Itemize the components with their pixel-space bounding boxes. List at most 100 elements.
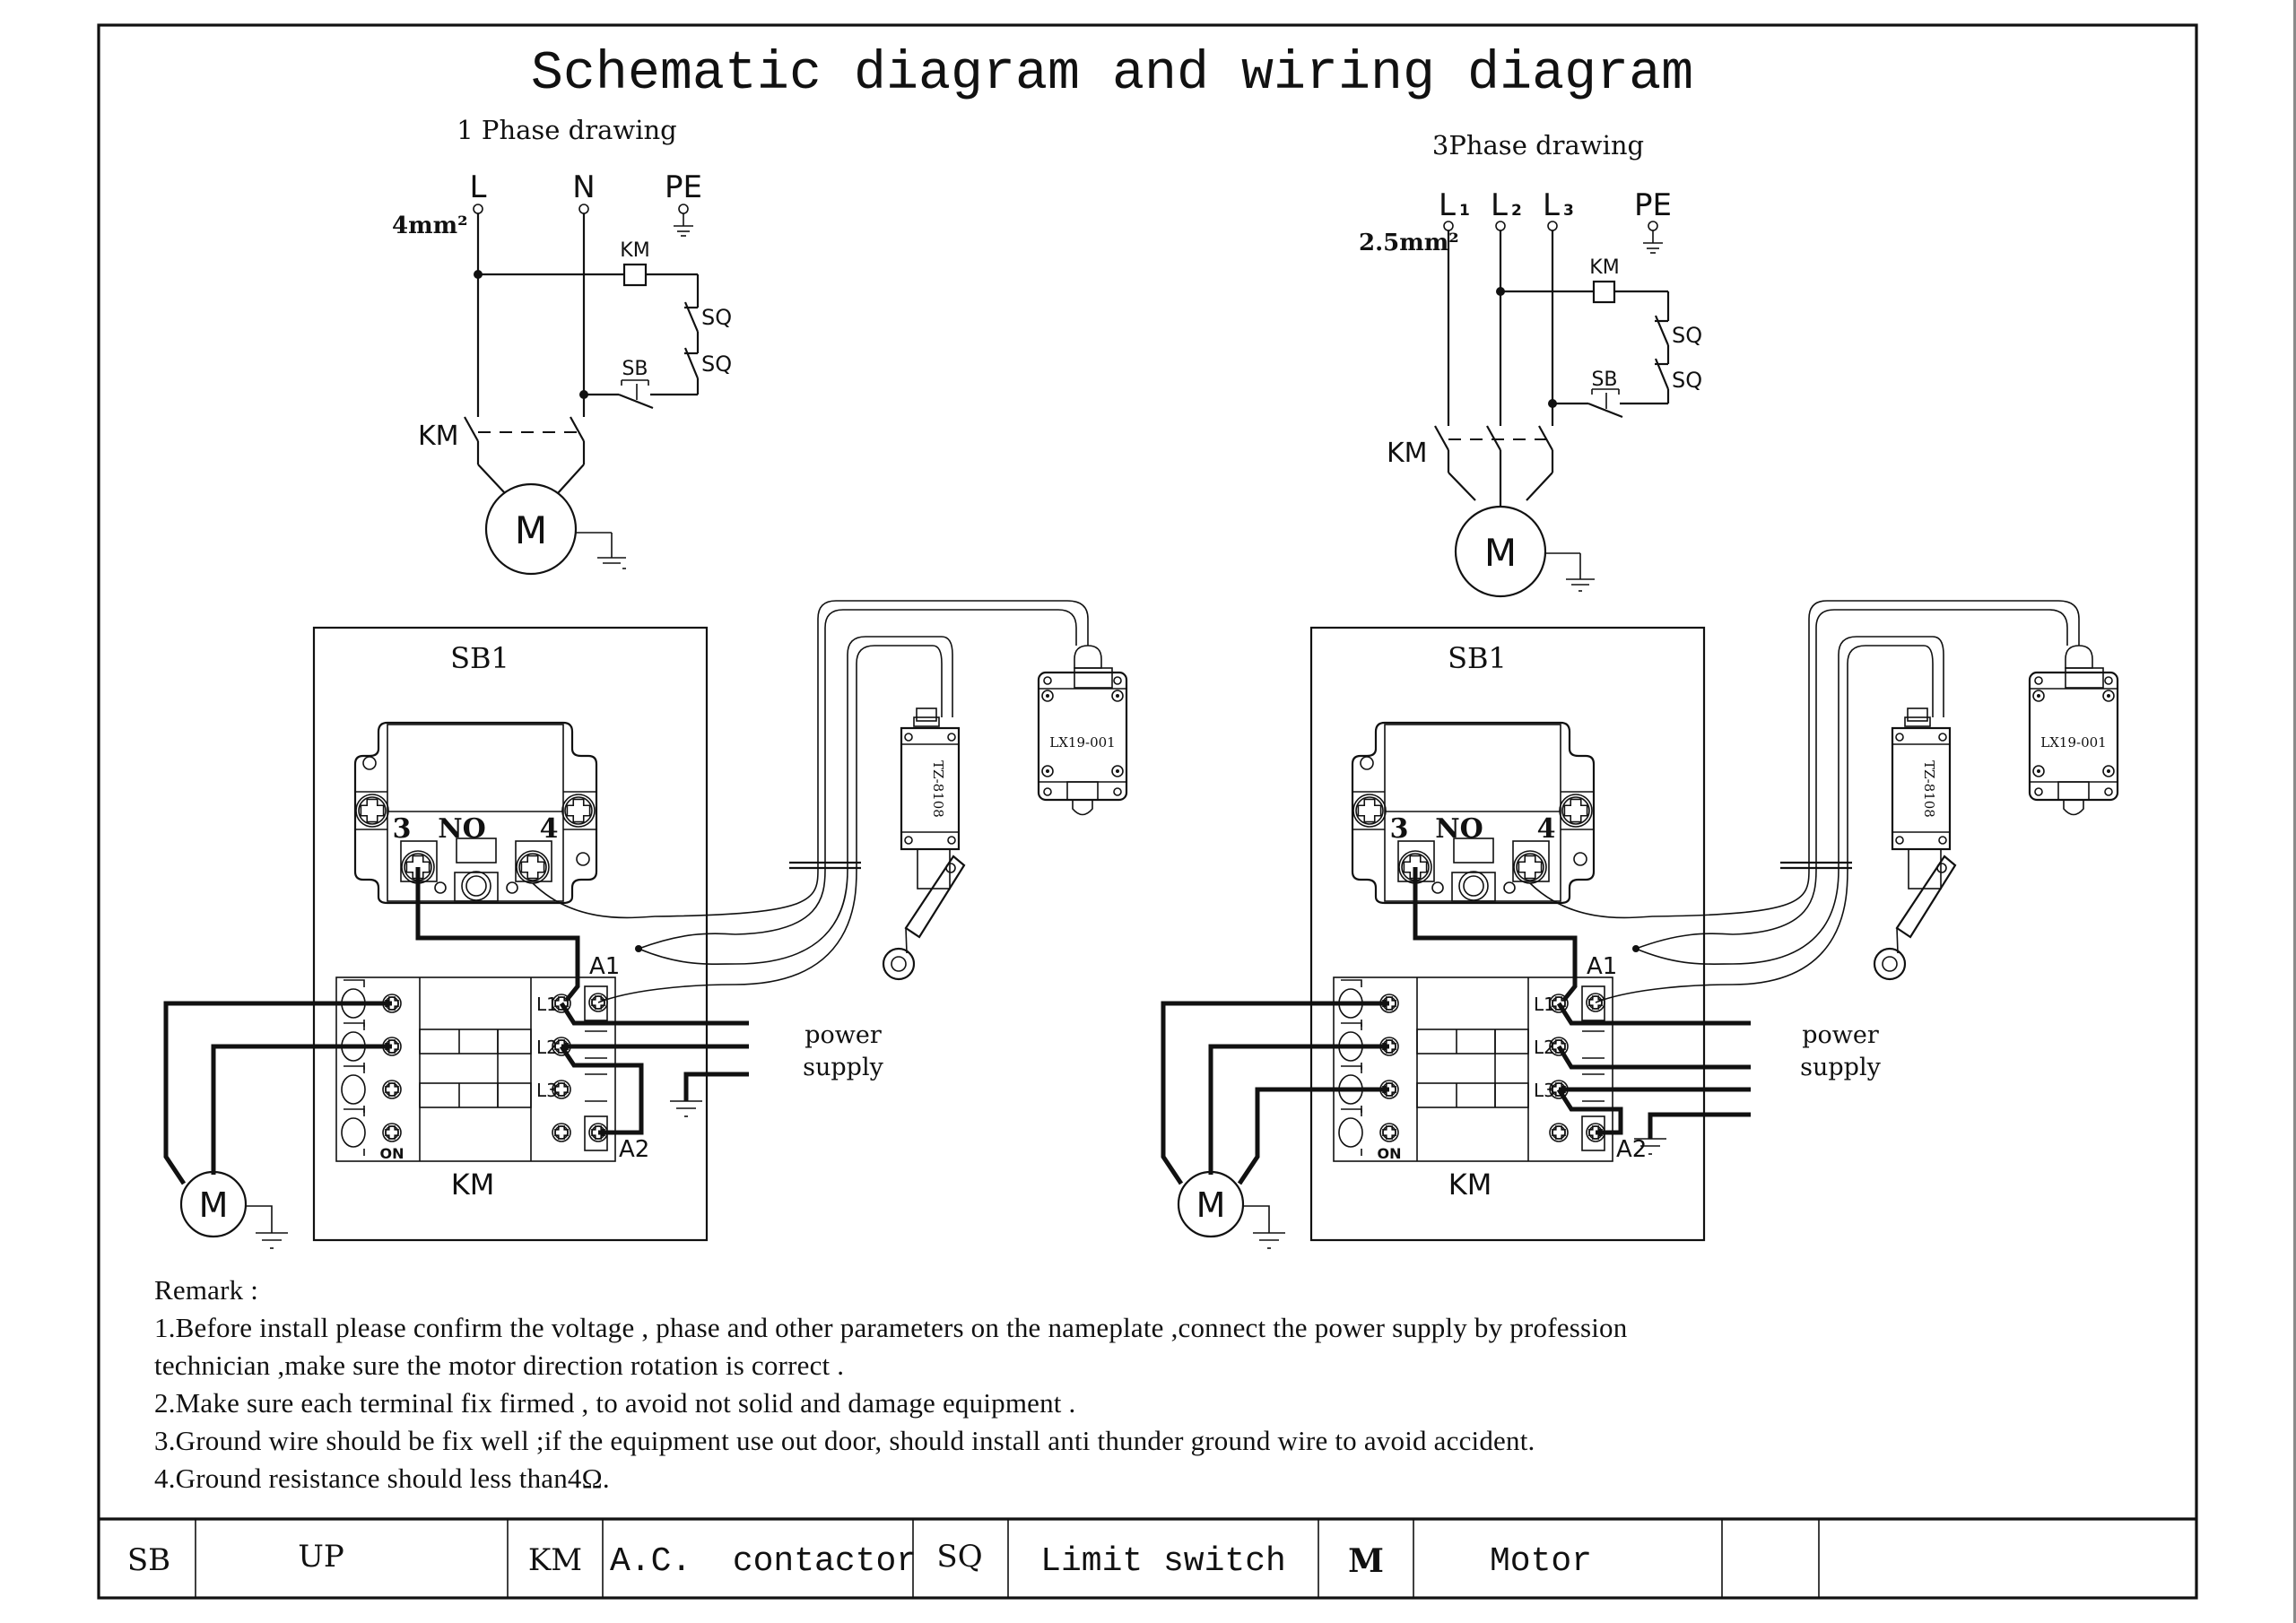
pin-a2-label: A2 (619, 1136, 649, 1163)
screw-icon (355, 794, 389, 828)
wire-button-to-l1 (1413, 867, 1578, 1002)
limit-switch-sq1-icon (683, 301, 700, 353)
three-phase-heading: 3Phase drawing (1432, 130, 1644, 161)
pe-ground-icon (674, 204, 693, 237)
sb-label: SB (622, 358, 648, 380)
motor-label: M (515, 508, 547, 552)
wire-power-l2 (1556, 1045, 1751, 1070)
sq1-label: SQ (1672, 323, 1702, 348)
km-contact-label: KM (1387, 438, 1428, 469)
pe-ground-icon (1643, 221, 1663, 254)
terminal-label-L3: L 3 (1543, 187, 1574, 223)
remark-line: 2.Make sure each terminal fix firmed , t… (154, 1387, 1076, 1419)
page-edge-line (2293, 0, 2296, 1623)
legend-meaning-limit-switch: Limit switch (1040, 1542, 1286, 1581)
motor-ground-icon (1253, 1232, 1285, 1249)
limit-switch-cable-bundle (1529, 600, 2080, 1003)
line-terminal-screw-icon (552, 1123, 571, 1142)
legend-meaning-up: UP (298, 1539, 344, 1575)
wire-power-pe (683, 1072, 749, 1101)
pin-l1-label: L1 (1534, 994, 1555, 1015)
km-coil-icon (622, 263, 648, 287)
wire-motor-1 (163, 1001, 392, 1185)
wire-motor-2 (211, 1044, 392, 1175)
motor-label: M (199, 1185, 229, 1225)
motor-symbol-icon (484, 482, 578, 576)
remark-line: 1.Before install please confirm the volt… (154, 1312, 1628, 1343)
wire-button-to-l1 (415, 867, 580, 1002)
pin-a2-label: A2 (1616, 1136, 1647, 1163)
terminal-no-label: NO (1435, 813, 1483, 845)
motor-icon (1177, 1170, 1245, 1238)
supply-label: supply (803, 1054, 883, 1081)
terminal-L-icon (473, 204, 483, 214)
km-coil-icon (1592, 280, 1616, 304)
terminal-label-L1: L 1 (1439, 187, 1470, 223)
motor-icon (179, 1170, 248, 1238)
load-terminal-screw-icon (1379, 1123, 1399, 1142)
lx19-model-label: LX19-001 (1049, 734, 1115, 751)
push-button-sb-icon (1552, 388, 1623, 419)
km-main-contacts-icon (1434, 425, 1554, 507)
single-phase-heading: 1 Phase drawing (457, 115, 676, 145)
motor-label: M (1484, 531, 1517, 575)
load-terminal-screw-icon (382, 1080, 402, 1099)
panel-label: SB1 (1448, 641, 1507, 675)
single-phase-schematic: 1 Phase drawing 4mm² L N PE KM SQ (392, 115, 732, 576)
three-phase-schematic: 3Phase drawing 2.5mm² L 1 L 2 L 3 PE (1359, 130, 1702, 598)
sq2-label: SQ (1672, 368, 1702, 393)
wire-power-pe (1648, 1112, 1751, 1139)
wire-motor-1 (1161, 1001, 1389, 1185)
limit-switch-lx19-icon (1037, 645, 1128, 816)
limit-switch-sq2-icon (683, 347, 700, 395)
motor-ground-icon (576, 532, 626, 569)
legend-code-km: KM (528, 1542, 582, 1578)
wire-l3-to-a2 (1556, 1088, 1623, 1135)
screw-icon (561, 794, 596, 828)
svg-text:3: 3 (1563, 202, 1574, 220)
svg-text:L1: L1 (1534, 994, 1555, 1015)
pin-l1-label: L1 (536, 994, 558, 1015)
legend-meaning-contactor: A.C. contactor (610, 1542, 917, 1581)
junction-dot (579, 390, 588, 399)
single-phase-wire-size: 4mm² (392, 213, 468, 239)
pin-l3-label: L3 (536, 1080, 558, 1101)
svg-text:L3: L3 (1534, 1080, 1555, 1101)
motor-symbol-icon (1454, 505, 1547, 598)
terminal-label-L: L (470, 169, 487, 205)
push-button-sb-icon (584, 379, 654, 410)
pin-l2-label: L2 (536, 1037, 558, 1058)
wire-junction-dot (1632, 945, 1639, 952)
lx19-model-label: LX19-001 (2040, 734, 2106, 751)
junction-dot (1548, 399, 1557, 408)
km-coil-label: KM (1589, 256, 1619, 279)
limit-switch-sq1-icon (1654, 315, 1670, 364)
pin-a1-label: A1 (1587, 953, 1617, 980)
terminal-label-N: N (572, 169, 595, 205)
limit-switch-sq2-icon (1654, 358, 1670, 404)
remarks-heading: Remark : (154, 1274, 259, 1306)
supply-label: supply (1800, 1054, 1881, 1081)
svg-text:L2: L2 (536, 1037, 558, 1058)
terminal-label-PE: PE (665, 169, 702, 205)
remark-line: 4.Ground resistance should less than4Ω. (154, 1462, 610, 1494)
km-main-contacts-icon (464, 416, 586, 494)
pin-a1-label: A1 (589, 953, 620, 980)
sb-label: SB (1591, 369, 1617, 391)
power-label: power (804, 1021, 882, 1049)
pin-l3-label: L3 (1534, 1080, 1555, 1101)
km-coil-label: KM (620, 239, 649, 262)
limit-switch-tz8108-icon (1873, 707, 1957, 981)
svg-text:2: 2 (1511, 202, 1522, 220)
terminal-no-label: NO (438, 813, 486, 845)
svg-text:L: L (1543, 187, 1560, 223)
motor-ground-icon (1545, 552, 1595, 592)
terminal-3-label: 3 (393, 813, 412, 845)
terminal-3-label: 3 (1390, 813, 1409, 845)
legend-code-sb: SB (127, 1542, 170, 1578)
sq1-label: SQ (701, 305, 732, 330)
svg-text:L: L (1439, 187, 1456, 223)
